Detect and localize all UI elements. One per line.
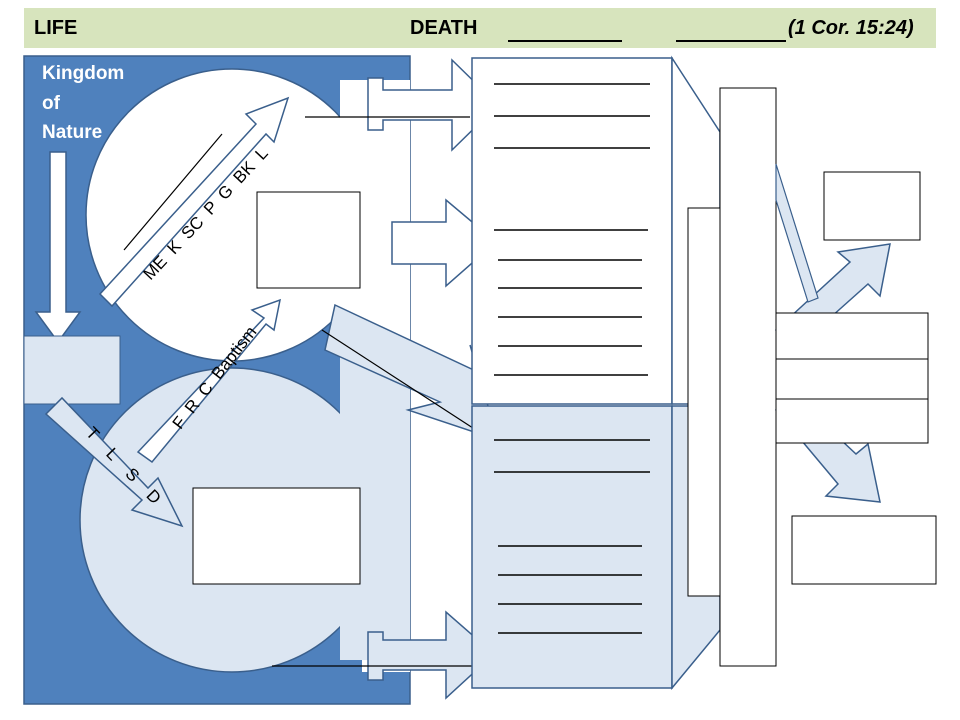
death-label: DEATH	[410, 17, 478, 39]
kingdom-label-line1: Kingdom	[42, 63, 125, 84]
scripture-reference: (1 Cor. 15:24)	[788, 17, 914, 39]
center-panel-upper	[471, 57, 673, 405]
upper-diagonal-arrow	[98, 96, 290, 308]
center-panel-lower	[471, 405, 673, 689]
middle-diagonal-arrow	[136, 298, 281, 464]
down-arrow	[34, 151, 82, 344]
upper-panel-lines	[494, 83, 650, 376]
mid-right-arrow	[391, 198, 498, 288]
diagonal-connector-upper	[775, 163, 819, 303]
circle-box-lower	[192, 487, 361, 585]
life-label: LIFE	[34, 17, 78, 39]
right-stack-box-1	[775, 312, 929, 360]
right-stack-box-2	[775, 358, 929, 400]
header-blank-1	[508, 40, 622, 42]
right-box-top	[823, 171, 921, 241]
right-stack-box-3	[775, 398, 929, 444]
header-blank-2	[676, 40, 786, 42]
upper-arrow-blank	[123, 133, 223, 251]
diagonal-blank	[321, 329, 477, 431]
back-column	[687, 207, 723, 597]
left-box	[23, 335, 121, 405]
right-box-bottom	[791, 515, 937, 585]
lower-diagonal-arrow	[44, 396, 184, 528]
bottom-right-arrow	[367, 610, 496, 700]
lower-panel-lines	[494, 439, 650, 634]
circle-box-upper	[256, 191, 361, 289]
tall-column	[719, 87, 777, 667]
kingdom-label-line3: Nature	[42, 122, 103, 143]
kingdom-label-line2: of	[42, 93, 60, 114]
